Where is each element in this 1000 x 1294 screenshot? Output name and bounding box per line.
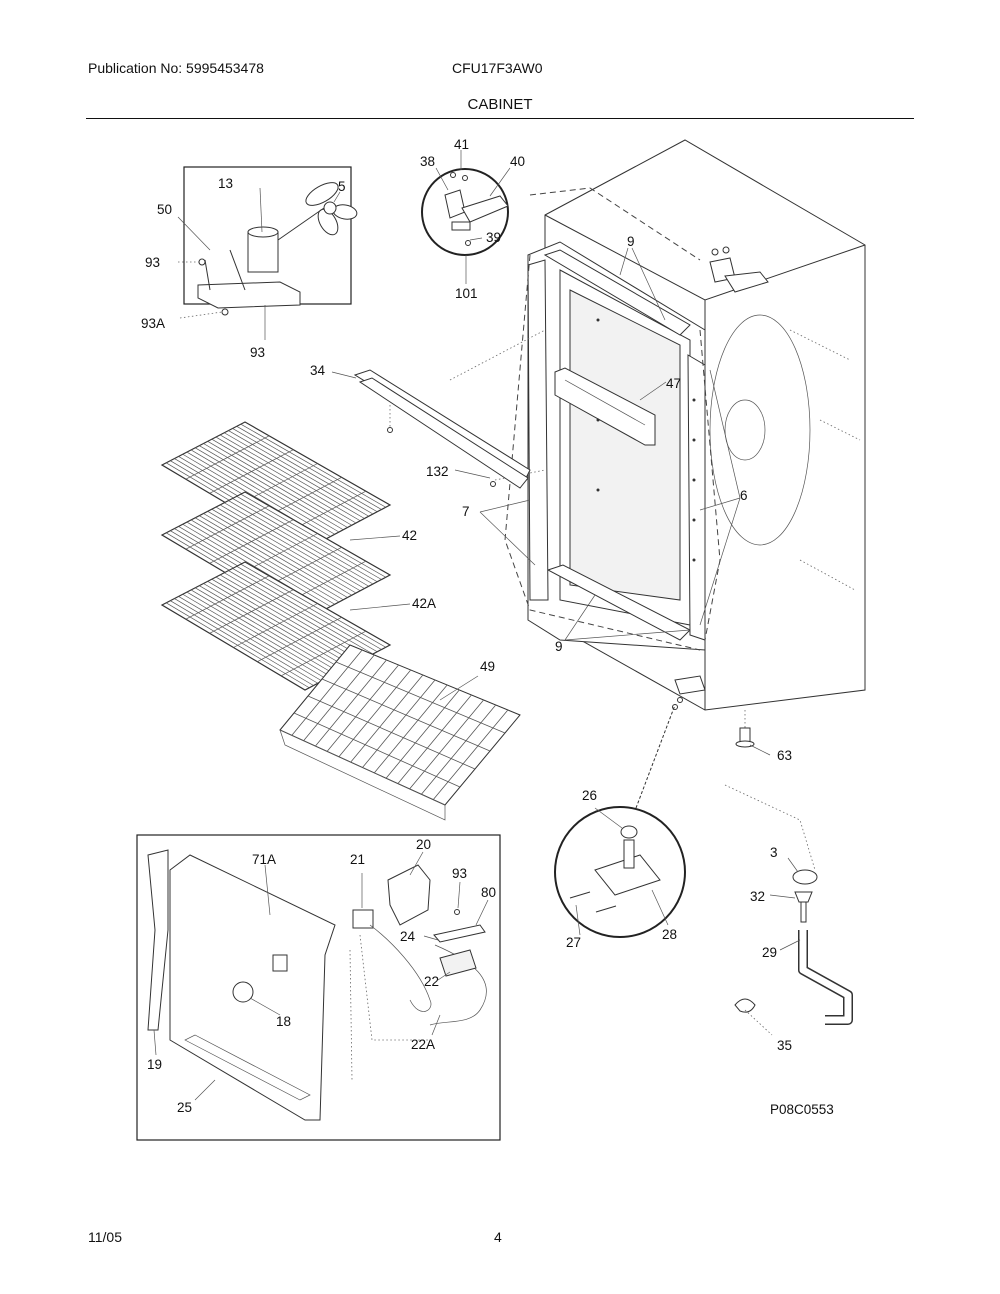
callout-42a: 42A	[412, 596, 436, 611]
callout-3: 3	[770, 845, 778, 860]
wire-shelves	[160, 421, 392, 691]
callout-38: 38	[420, 154, 435, 169]
callout-39: 39	[486, 230, 501, 245]
basket-wire	[303, 654, 375, 741]
callout-28: 28	[662, 927, 677, 942]
callout-27: 27	[566, 935, 581, 950]
header-rule	[86, 118, 914, 119]
callout-93-lower: 93	[250, 345, 265, 360]
callout-41: 41	[454, 137, 469, 152]
basket-wire	[321, 678, 491, 752]
callout-93a: 93A	[141, 316, 165, 331]
callout-24: 24	[400, 929, 416, 944]
basket-wire	[397, 694, 472, 784]
leveling-leg	[735, 710, 755, 748]
basket-wire	[307, 695, 476, 770]
callout-21: 21	[350, 852, 365, 867]
control-panel-detail	[136, 834, 501, 1141]
callout-labels: 41 38 40 39 101 13 5 50 93 93A 93 9 34 4…	[141, 137, 834, 1117]
page-number: 4	[494, 1229, 502, 1245]
callout-18: 18	[276, 1014, 291, 1029]
callout-50: 50	[157, 202, 172, 217]
callout-19: 19	[147, 1057, 162, 1072]
callout-40: 40	[510, 154, 525, 169]
callout-93: 93	[145, 255, 160, 270]
basket-wire	[293, 712, 461, 788]
basket-wire	[421, 704, 497, 795]
bottom-hinge-detail	[554, 704, 686, 938]
callout-132: 132	[426, 464, 449, 479]
callout-9-bottom: 9	[555, 639, 563, 654]
callout-20: 20	[416, 837, 431, 852]
callout-63: 63	[777, 748, 792, 763]
basket-wire	[409, 699, 484, 790]
callout-32: 32	[750, 889, 765, 904]
publication-number: Publication No: 5995453478	[88, 60, 264, 76]
page-title: CABINET	[467, 96, 533, 113]
callout-22: 22	[424, 974, 439, 989]
callout-5: 5	[338, 179, 346, 194]
basket-wire	[326, 664, 399, 752]
basket-wire	[432, 709, 509, 800]
basket-wire	[350, 674, 424, 763]
door-liner-frame	[527, 241, 706, 651]
callout-35: 35	[777, 1038, 792, 1053]
callout-leaders	[349, 247, 771, 756]
model-number: CFU17F3AW0	[452, 60, 543, 76]
basket-wire	[362, 679, 436, 768]
bottom-hinge-mounted	[672, 675, 706, 710]
diagram-code: P08C0553	[770, 1102, 834, 1117]
door-handle-parts	[724, 784, 853, 1036]
top-hinge-detail	[421, 150, 511, 284]
wire-basket	[279, 644, 521, 821]
callout-13: 13	[218, 176, 233, 191]
basket-wire	[373, 684, 448, 774]
callout-29: 29	[762, 945, 777, 960]
basket-wire	[338, 669, 412, 758]
callout-22a: 22A	[411, 1037, 435, 1052]
basket-wire	[335, 661, 506, 734]
callout-80: 80	[481, 885, 496, 900]
fan-motor-detail	[177, 166, 358, 340]
callout-26: 26	[582, 788, 597, 803]
callout-42: 42	[402, 528, 417, 543]
basket-wire	[385, 689, 460, 779]
callout-71a: 71A	[252, 852, 276, 867]
basket-wire	[291, 649, 363, 736]
callout-93-panel: 93	[452, 866, 467, 881]
top-hinge-mounted	[709, 246, 769, 293]
callout-47: 47	[666, 376, 681, 391]
callout-9-top: 9	[627, 234, 635, 249]
footer-date: 11/05	[88, 1229, 122, 1245]
wire-shelf-3	[160, 561, 392, 691]
callout-25: 25	[177, 1100, 192, 1115]
callout-34: 34	[310, 363, 326, 378]
callout-101: 101	[455, 286, 478, 301]
callout-6: 6	[740, 488, 748, 503]
callout-49: 49	[480, 659, 495, 674]
callout-7: 7	[462, 504, 470, 519]
shelf-support-rail	[331, 369, 531, 489]
basket-wire	[315, 659, 387, 747]
